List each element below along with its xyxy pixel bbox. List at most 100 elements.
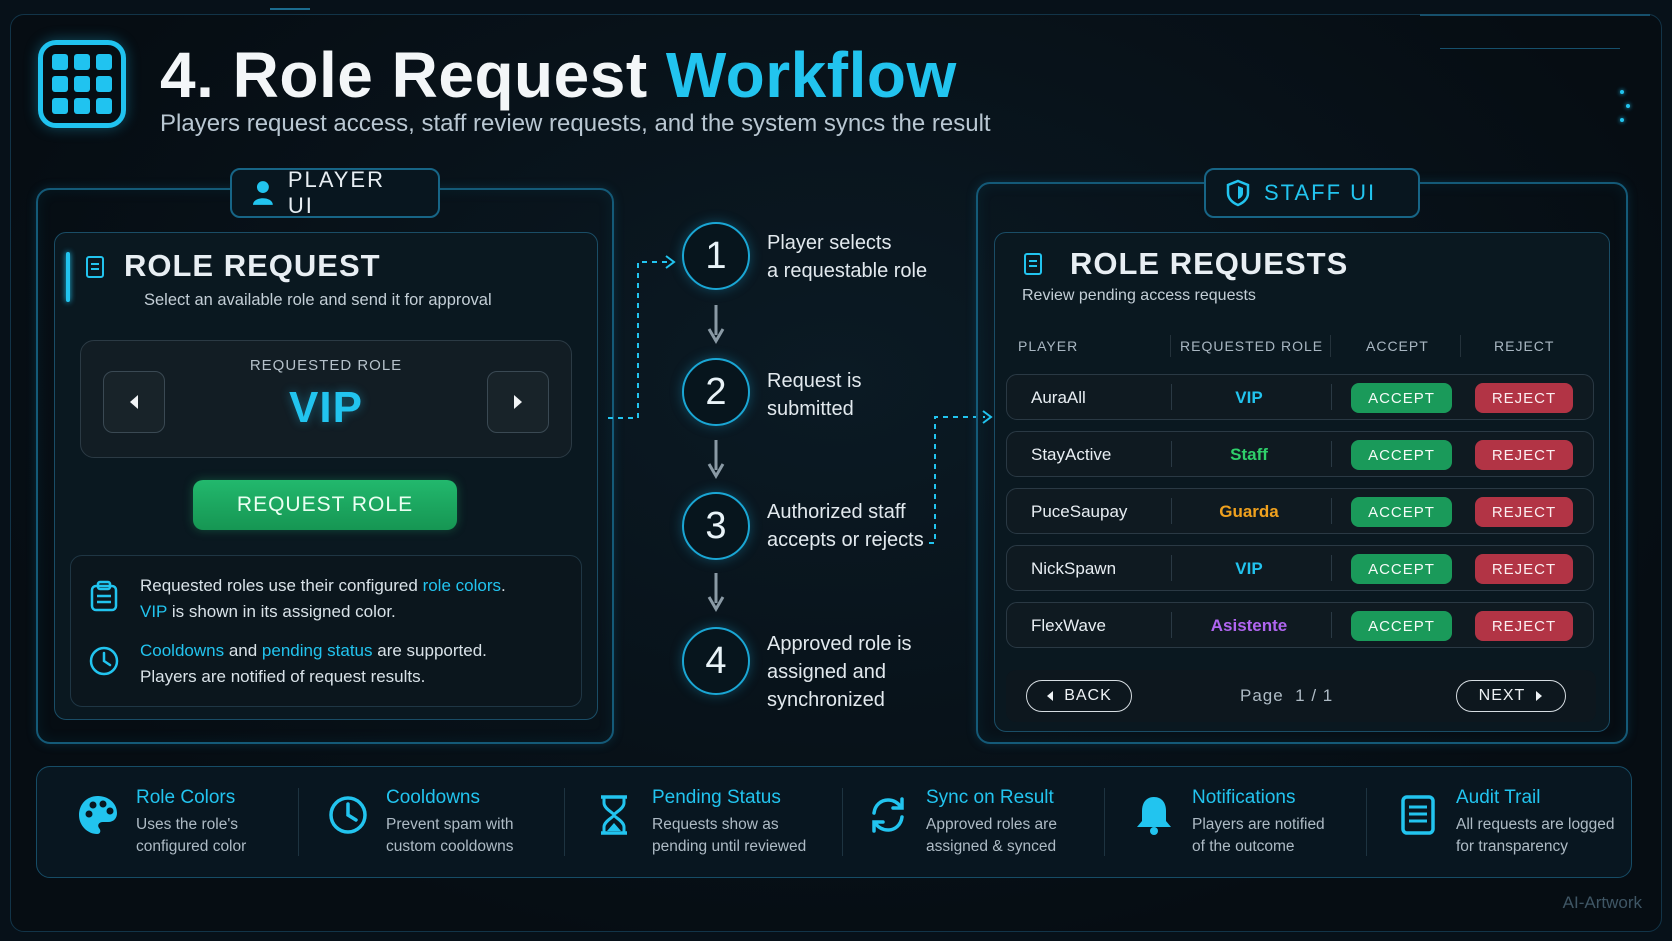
cell-divider xyxy=(1331,498,1332,524)
accept-button[interactable]: ACCEPT xyxy=(1351,440,1452,470)
cell-divider xyxy=(1331,441,1332,467)
cell-divider xyxy=(1331,612,1332,638)
document-icon xyxy=(1401,795,1435,835)
request-role-button[interactable]: REQUEST ROLE xyxy=(193,480,457,530)
down-arrow-icon xyxy=(707,305,725,344)
requested-role: Staff xyxy=(1230,445,1268,464)
reject-button[interactable]: REJECT xyxy=(1475,383,1573,413)
accept-button[interactable]: ACCEPT xyxy=(1351,554,1452,584)
next-button[interactable]: NEXT xyxy=(1456,680,1566,712)
next-label: NEXT xyxy=(1478,687,1526,704)
chevron-right-icon xyxy=(514,395,522,409)
requests-list-icon xyxy=(1024,253,1042,275)
feature-divider xyxy=(1366,788,1367,856)
decor-line xyxy=(1420,14,1650,16)
feature-divider xyxy=(1104,788,1105,856)
table-row: FlexWave Asistente ACCEPT REJECT xyxy=(1006,602,1594,648)
player-ui-tab: PLAYER UI xyxy=(230,167,440,218)
feature-divider xyxy=(564,788,565,856)
role-request-subtitle: Select an available role and send it for… xyxy=(144,291,492,309)
step-1-badge: 1 xyxy=(682,222,750,290)
table-row: StayActive Staff ACCEPT REJECT xyxy=(1006,431,1594,477)
decor-line xyxy=(1440,48,1620,49)
player-name: AuraAll xyxy=(1031,388,1086,407)
player-name: NickSpawn xyxy=(1031,559,1117,578)
column-header-player: PLAYER xyxy=(1018,338,1079,354)
column-header-requested-role: REQUESTED ROLE xyxy=(1180,338,1324,354)
player-ui-tab-label: PLAYER UI xyxy=(287,167,385,218)
bell-icon xyxy=(1137,797,1171,835)
back-button[interactable]: BACK xyxy=(1026,680,1132,712)
feature-title: Audit Trail xyxy=(1456,787,1541,808)
requested-role: Asistente xyxy=(1210,616,1288,635)
page-title: 4. Role Request Workflow xyxy=(160,39,957,111)
card-accent-bar xyxy=(66,252,70,302)
accept-button[interactable]: ACCEPT xyxy=(1351,497,1452,527)
request-form-icon xyxy=(86,256,104,278)
page-indicator: Page 1 / 1 xyxy=(1240,686,1334,705)
user-icon xyxy=(252,181,273,205)
reject-button[interactable]: REJECT xyxy=(1475,611,1573,641)
accept-button[interactable]: ACCEPT xyxy=(1351,383,1452,413)
down-arrow-icon xyxy=(707,573,725,612)
requested-role: VIP xyxy=(1235,388,1263,407)
column-header-reject: REJECT xyxy=(1494,338,1555,354)
step-3-badge: 3 xyxy=(682,492,750,560)
reject-button[interactable]: REJECT xyxy=(1475,497,1573,527)
connector-step3-to-staff xyxy=(929,410,993,544)
requested-role: VIP xyxy=(1235,559,1263,578)
connector-player-to-step1 xyxy=(608,255,676,419)
player-name: FlexWave xyxy=(1031,616,1106,635)
sync-icon xyxy=(872,797,904,833)
cell-divider xyxy=(1171,441,1172,467)
step-2-badge: 2 xyxy=(682,358,750,426)
staff-ui-tab: STAFF UI xyxy=(1204,168,1420,218)
table-row: NickSpawn VIP ACCEPT REJECT xyxy=(1006,545,1594,591)
pagination-bar xyxy=(1006,670,1596,722)
reject-button[interactable]: REJECT xyxy=(1475,440,1573,470)
role-request-title: ROLE REQUEST xyxy=(124,248,381,283)
palette-icon xyxy=(79,796,117,834)
clock-icon xyxy=(89,646,119,676)
previous-role-button[interactable] xyxy=(103,371,165,433)
cell-divider xyxy=(1331,384,1332,410)
shield-icon xyxy=(1226,179,1250,207)
player-name: StayActive xyxy=(1031,445,1112,464)
info-line-role-colors: Requested roles use their configured rol… xyxy=(140,576,506,621)
feature-divider xyxy=(842,788,843,856)
column-divider xyxy=(1170,335,1171,357)
back-label: BACK xyxy=(1064,687,1112,704)
cell-divider xyxy=(1171,555,1172,581)
column-divider xyxy=(1460,335,1461,357)
decor-dot xyxy=(1620,90,1624,94)
feature-title: Notifications xyxy=(1192,787,1296,808)
cell-divider xyxy=(1331,555,1332,581)
role-selector: REQUESTED ROLE VIP xyxy=(80,340,572,458)
role-requests-subtitle: Review pending access requests xyxy=(1022,287,1256,304)
accept-button[interactable]: ACCEPT xyxy=(1351,611,1452,641)
requested-role-label: REQUESTED ROLE xyxy=(249,357,403,374)
table-row: AuraAll VIP ACCEPT REJECT xyxy=(1006,374,1594,420)
feature-title: Cooldowns xyxy=(386,787,480,808)
page-subtitle: Players request access, staff review req… xyxy=(160,110,991,137)
decor-dot xyxy=(1620,118,1624,122)
player-info-box xyxy=(70,555,582,707)
next-role-button[interactable] xyxy=(487,371,549,433)
reject-button[interactable]: REJECT xyxy=(1475,554,1573,584)
feature-title: Sync on Result xyxy=(926,787,1054,808)
selected-role-value: VIP xyxy=(289,383,363,432)
caret-left-icon xyxy=(1047,691,1054,701)
